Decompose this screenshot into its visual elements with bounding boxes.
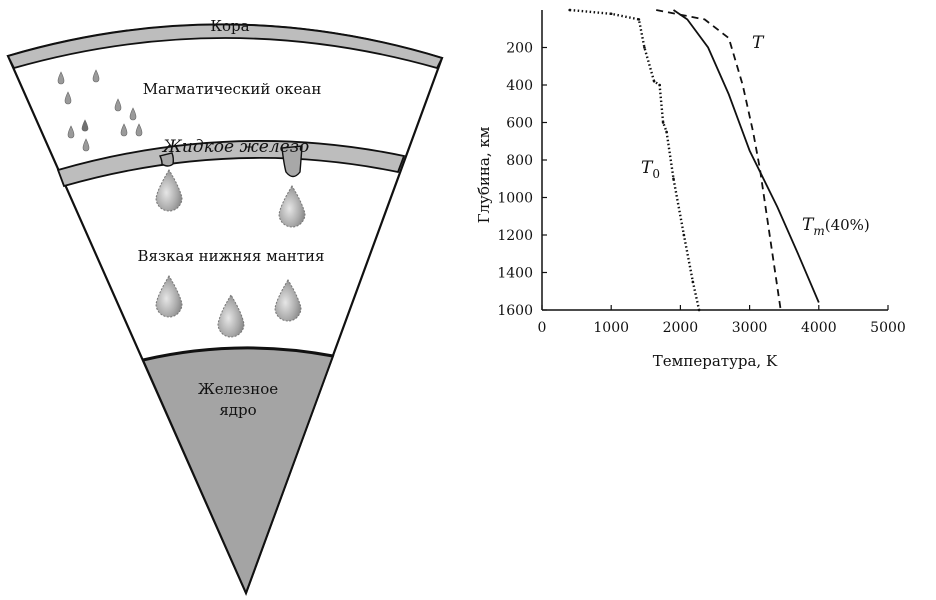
- series-point: [658, 83, 661, 87]
- y-tick-label: 1400: [497, 266, 533, 282]
- small-droplet: [114, 98, 122, 112]
- y-tick-label: 1200: [497, 228, 533, 244]
- chart-series: [568, 8, 820, 312]
- x-tick-label: 5000: [870, 320, 906, 336]
- small-droplet: [57, 71, 65, 85]
- series-point: [652, 79, 656, 83]
- magma-ocean-droplets: [57, 69, 143, 152]
- x-tick-label: 2000: [663, 320, 699, 336]
- iron-droplet: [155, 169, 183, 212]
- series-line-tm-40: [672, 9, 820, 303]
- series-line-t: [656, 9, 782, 311]
- x-tick-label: 0: [538, 320, 547, 336]
- core-label-line1: Железное: [198, 380, 278, 398]
- y-tick-label: 1000: [497, 191, 533, 207]
- iron-droplet: [217, 294, 245, 338]
- iron-diapir-left: [158, 152, 175, 167]
- series-label-t: T: [752, 33, 765, 53]
- x-tick-label: 1000: [593, 320, 629, 336]
- crust-band: [6, 23, 444, 70]
- series-point: [682, 233, 686, 237]
- mantle-iron-droplets: [155, 169, 306, 338]
- series-label-t0: T0: [641, 158, 660, 181]
- y-tick-label: 400: [506, 78, 533, 94]
- small-droplet: [67, 125, 75, 139]
- series-point: [568, 8, 571, 12]
- core-label-line2: ядро: [219, 401, 256, 419]
- lower-mantle-label: Вязкая нижняя мантия: [137, 247, 324, 265]
- series-point: [609, 12, 613, 16]
- core-mantle-boundary: [142, 346, 334, 362]
- y-axis-ticks: 200 400 600 800 1000 1200 1400 1600: [497, 41, 547, 319]
- x-axis-title: Температура, K: [653, 352, 778, 370]
- small-droplet: [81, 119, 89, 132]
- small-droplet: [64, 91, 72, 105]
- iron-droplet: [155, 275, 183, 318]
- small-droplet: [82, 138, 90, 152]
- small-droplet: [120, 123, 128, 137]
- small-droplet: [129, 107, 137, 121]
- series-point: [637, 18, 641, 21]
- small-droplet: [135, 123, 143, 137]
- iron-droplet: [274, 279, 302, 322]
- temperature-depth-chart: 0 1000 2000 3000 4000 5000 200 400 600 800 1000 12…: [475, 8, 906, 370]
- series-point: [643, 46, 646, 49]
- x-tick-label: 4000: [801, 320, 837, 336]
- magma-ocean-label: Магматический океан: [143, 80, 322, 98]
- x-tick-label: 3000: [732, 320, 768, 336]
- series-point: [661, 121, 665, 124]
- series-point: [691, 280, 695, 284]
- iron-diapir-right: [281, 145, 303, 178]
- series-point: [672, 177, 675, 181]
- y-tick-label: 200: [506, 41, 533, 57]
- liquid-iron-label: Жидкое железо: [162, 137, 309, 157]
- iron-droplet: [278, 185, 306, 228]
- x-axis-ticks: 0 1000 2000 3000 4000 5000: [538, 305, 906, 336]
- y-tick-label: 600: [506, 116, 533, 132]
- series-point: [697, 308, 701, 312]
- liquid-iron-band: [56, 140, 406, 188]
- series-line-t0: [569, 8, 701, 311]
- y-tick-label: 1600: [497, 303, 533, 319]
- y-tick-label: 800: [506, 153, 533, 169]
- y-axis-title: Глубина, км: [475, 126, 493, 223]
- series-point: [665, 130, 668, 134]
- small-droplet: [92, 69, 100, 83]
- series-label-tm: Tm(40%): [802, 215, 870, 238]
- crust-label: Кора: [210, 17, 249, 35]
- earth-wedge-diagram: Кора Магматический океан Жидкое железо В…: [6, 17, 444, 596]
